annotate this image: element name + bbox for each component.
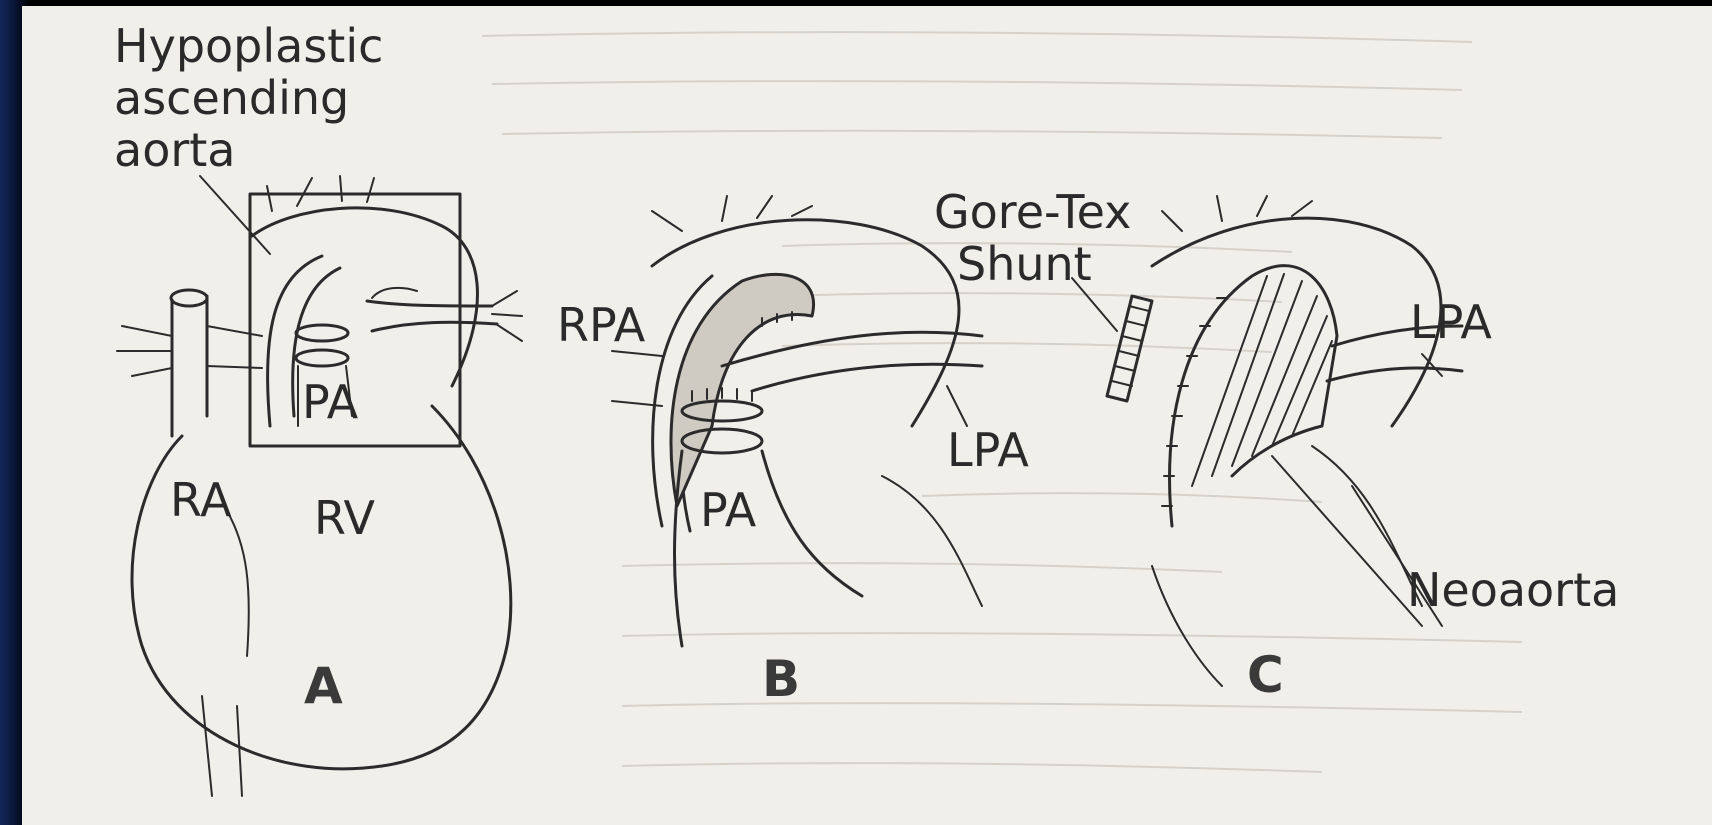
panel-c-shunt-label-line2: Shunt <box>957 237 1092 291</box>
panel-c-shunt-label-line1: Gore-Tex <box>934 185 1131 239</box>
panel-b-rpa-label: RPA <box>557 298 646 352</box>
panel-a-callout-line2: ascending <box>114 71 349 125</box>
panel-a-callout-leader <box>200 176 270 254</box>
panel-a-svc <box>172 296 207 436</box>
panel-b-lpa-leader <box>947 386 967 426</box>
panel-a-pa-label: PA <box>302 375 359 429</box>
panel-b-head-vessels <box>652 196 812 231</box>
panel-a-ductus <box>372 288 417 298</box>
panel-c-arch <box>1152 218 1441 426</box>
panel-b-pa-trunk <box>675 451 863 646</box>
panel-a-ra-label: RA <box>170 473 232 527</box>
panel-b-letter: B <box>762 650 800 708</box>
panel-b-lpa <box>722 332 982 391</box>
panel-c-neoaorta-label: Neoaorta <box>1407 563 1619 617</box>
panel-a-callout-line1: Hypoplastic <box>114 19 383 73</box>
panel-c-letter: C <box>1247 646 1284 704</box>
panel-a-arch <box>252 208 477 386</box>
panel-a-pa-ring-top <box>296 325 348 341</box>
background-bleed-through <box>482 32 1522 772</box>
panel-a: Hypoplastic ascending aorta PA RA RV A <box>114 19 522 796</box>
panel-a-letter: A <box>304 657 343 715</box>
panel-a-right-branch <box>492 291 522 341</box>
panel-c-head-vessels <box>1162 196 1312 231</box>
panel-c-suture-line <box>1162 298 1227 506</box>
panel-a-rv-label: RV <box>314 491 375 545</box>
panel-a-septum <box>227 511 249 656</box>
panel-a-svc-top <box>171 290 207 306</box>
panel-c: Gore-Tex Shunt LPA Neoaorta C <box>934 185 1619 704</box>
panel-b-lpa-label: LPA <box>947 423 1029 477</box>
panel-c-neoaorta <box>1170 266 1337 526</box>
panel-a-pa-ring-bottom <box>296 350 348 366</box>
panel-b-pa-label: PA <box>700 483 757 537</box>
panel-c-neoaorta-hatching <box>1192 274 1332 486</box>
panel-a-left-branch <box>117 326 262 376</box>
panel-c-lpa-label: LPA <box>1410 295 1492 349</box>
panel-a-callout-line3: aorta <box>114 123 235 177</box>
panel-a-pa-branch <box>367 301 497 331</box>
diagram-canvas: Hypoplastic ascending aorta PA RA RV A <box>22 6 1712 825</box>
surgical-diagram-figure: Hypoplastic ascending aorta PA RA RV A <box>22 6 1712 825</box>
